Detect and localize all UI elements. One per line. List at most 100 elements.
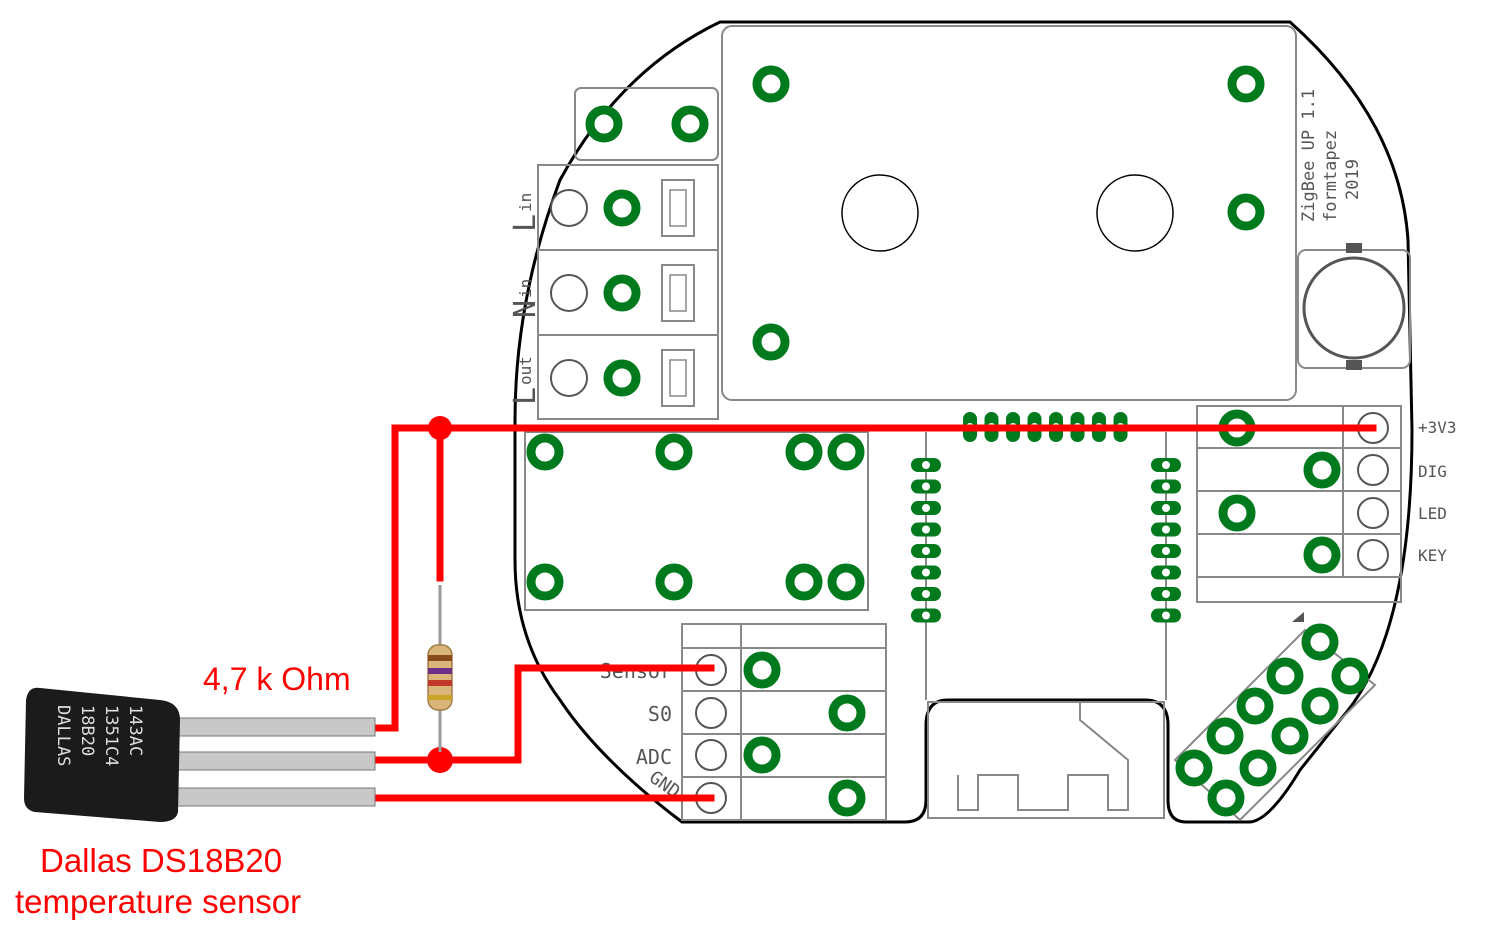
module-pad-hole [1162,504,1170,512]
module-pad-hole [922,504,930,512]
battery-icon [1302,256,1406,360]
pad [671,105,709,143]
pcb-pads [526,65,1369,817]
pad [1271,717,1309,755]
pad [1227,65,1265,103]
relay-footprint [721,25,1297,401]
silk-line-1: ZigBee UP 1.1 [1299,89,1319,222]
terminal-slot [661,349,695,407]
battery-tab [1346,243,1362,253]
pad [655,563,693,601]
pad [1331,657,1369,695]
silk-line-2: formtapez [1321,130,1341,222]
module-pad-hole [922,611,930,620]
pin-label-led: LED [1418,504,1447,523]
header-pin-hole [695,739,727,771]
pad [1303,451,1341,489]
pad [1206,717,1244,755]
silkscreen-text: ZigBee UP 1.1 formtapez 2019 [1299,89,1363,222]
pad [1227,193,1265,231]
pad [603,274,641,312]
header-pin-hole [1357,539,1389,571]
sensor-title-line1: Dallas DS18B20 [40,842,282,879]
module-pad-hole [1162,482,1170,491]
module-pad-hole [1162,525,1170,534]
pin-label-dig: DIG [1418,462,1447,481]
module-pad-hole [922,482,930,491]
pad [1301,623,1339,661]
pin-label-s0: S0 [648,702,672,726]
wire-3v3 [368,424,1377,732]
terminal-slot [661,179,695,237]
pin-label-key: KEY [1418,546,1447,565]
module-pad-hole [922,547,930,555]
pad [743,736,781,774]
terminal-screw-hole [550,359,588,397]
pad [1301,687,1339,725]
terminal-label-letter: L [508,387,543,405]
relay-hole-left [841,174,919,252]
pad [526,563,564,601]
pad [1239,749,1277,787]
pad [827,433,865,471]
terminal-screw-hole [550,189,588,227]
battery-tab [1346,360,1362,370]
pad [603,359,641,397]
sensor-header-box [681,623,887,821]
module-pad-hole [922,525,930,534]
pad [1207,779,1245,817]
terminal-label-sub: in [516,279,535,298]
relay-hole-right [1096,174,1174,252]
module-pads [911,412,1181,623]
module-pad-hole [1162,461,1170,469]
pad [785,563,823,601]
sensor-marking-3: 1351C4 [101,705,121,766]
sensor-title-line2: temperature sensor [15,883,301,920]
pad [1303,536,1341,574]
resistor-icon [427,585,453,752]
terminal-label-sub: out [516,356,535,385]
terminal-screw-hole [550,274,588,312]
pad [1218,494,1256,532]
junction-dot [427,747,453,773]
fuse-footprint [574,87,719,161]
terminal-label-sub: in [516,193,535,212]
pad [655,433,693,471]
pad [1236,687,1274,725]
sensor-body: DALLAS 18B20 1351C4 143AC [24,687,180,822]
module-pad-hole [1162,547,1170,555]
junction-dot [428,416,452,440]
terminal-label-letter: N [508,300,543,318]
pad [752,65,790,103]
pad [585,105,623,143]
pad [785,433,823,471]
module-pad-hole [1162,590,1170,598]
terminal-block [537,164,719,420]
silk-line-3: 2019 [1343,159,1363,200]
pad [827,563,865,601]
sensor-marking-2: 18B20 [77,705,97,756]
module-pad-hole [1162,568,1170,577]
pad [526,433,564,471]
terminal-label-letter: L [508,214,543,232]
sensor-marking-1: DALLAS [53,705,73,766]
pad [603,189,641,227]
pin-label-3v3: +3V3 [1418,418,1457,437]
header-pin-hole [1357,497,1389,529]
sensor-marking-4: 143AC [125,705,145,756]
component-footprint [524,431,869,611]
pad [743,651,781,689]
pad [828,694,866,732]
resistor-label: 4,7 k Ohm [203,661,351,697]
pin-label-adc: ADC [636,745,672,769]
pad [828,779,866,817]
header-pin-hole [695,697,727,729]
pad [1266,657,1304,695]
module-pad-hole [922,568,930,577]
terminal-slot [661,264,695,322]
antenna-trace [927,701,1165,819]
module-pad-hole [922,461,930,469]
header-pin-hole [1357,454,1389,486]
pin1-marker [1292,612,1304,622]
